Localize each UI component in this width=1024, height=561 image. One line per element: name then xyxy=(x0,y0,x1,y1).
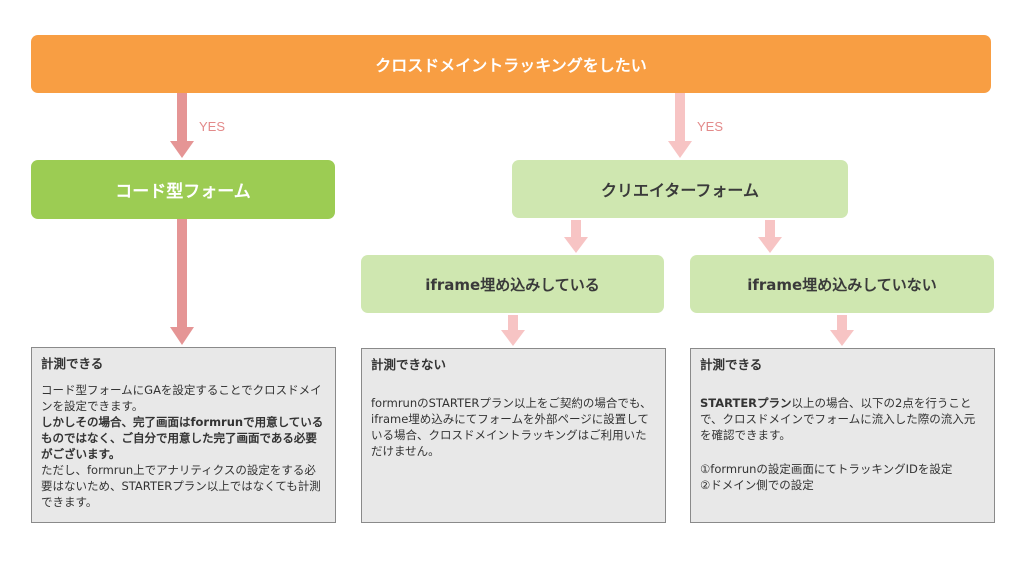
iframe-embedded-box: iframe埋め込みしている xyxy=(361,255,664,313)
result-panel-code: 計測できる コード型フォームにGAを設定することでクロスドメインを設定できます。… xyxy=(31,347,336,523)
panel-heading: 計測できない xyxy=(371,357,447,372)
step-one: ①formrunの設定画面にてトラッキングIDを設定 xyxy=(700,462,953,476)
arrow-top-to-code xyxy=(170,93,194,158)
arrow-creator-to-iframe-no xyxy=(758,220,782,253)
iframe-embedded-label: iframe埋め込みしている xyxy=(425,275,600,294)
code-form-box: コード型フォーム xyxy=(31,160,335,219)
creator-form-label: クリエイターフォーム xyxy=(601,181,759,200)
arrow-code-to-panel xyxy=(170,219,194,345)
panel-bold-text: STARTERプラン xyxy=(700,396,792,410)
step-two: ②ドメイン側での設定 xyxy=(700,478,814,492)
panel-text: ただし、formrun上でアナリティクスの設定をする必要はないため、STARTE… xyxy=(41,463,321,509)
yes-label-right: YES xyxy=(697,119,724,134)
panel-text: 以上の場合、以下の2点を行うことで、クロスドメインでフォームに流入した際の流入元… xyxy=(700,396,976,442)
question-label: クロスドメイントラッキングをしたい xyxy=(375,56,647,75)
arrow-creator-to-iframe-yes xyxy=(564,220,588,253)
arrow-top-to-creator xyxy=(668,93,692,158)
panel-text: コード型フォームにGAを設定することでクロスドメインを設定できます。 xyxy=(41,383,322,413)
panel-bold-text: しかしその場合、完了画面はformrunで用意しているものではなく、ご自分で用意… xyxy=(41,415,324,461)
result-panel-iframe-embedded: 計測できない formrunのSTARTERプラン以上をご契約の場合でも、ifr… xyxy=(361,348,666,523)
iframe-not-embedded-box: iframe埋め込みしていない xyxy=(690,255,994,313)
code-form-label: コード型フォーム xyxy=(115,182,251,202)
panel-text: formrunのSTARTERプラン以上をご契約の場合でも、iframe埋め込み… xyxy=(371,396,652,458)
panel-heading: 計測できる xyxy=(41,356,104,371)
iframe-not-embedded-label: iframe埋め込みしていない xyxy=(747,275,937,294)
panel-heading: 計測できる xyxy=(700,357,763,372)
yes-label-left: YES xyxy=(199,119,226,134)
question-box: クロスドメイントラッキングをしたい xyxy=(31,35,991,93)
arrow-iframe-yes-to-panel xyxy=(501,315,525,346)
creator-form-box: クリエイターフォーム xyxy=(512,160,848,218)
arrow-iframe-no-to-panel xyxy=(830,315,854,346)
result-panel-iframe-not-embedded: 計測できる STARTERプラン以上の場合、以下の2点を行うことで、クロスドメイ… xyxy=(690,348,995,523)
